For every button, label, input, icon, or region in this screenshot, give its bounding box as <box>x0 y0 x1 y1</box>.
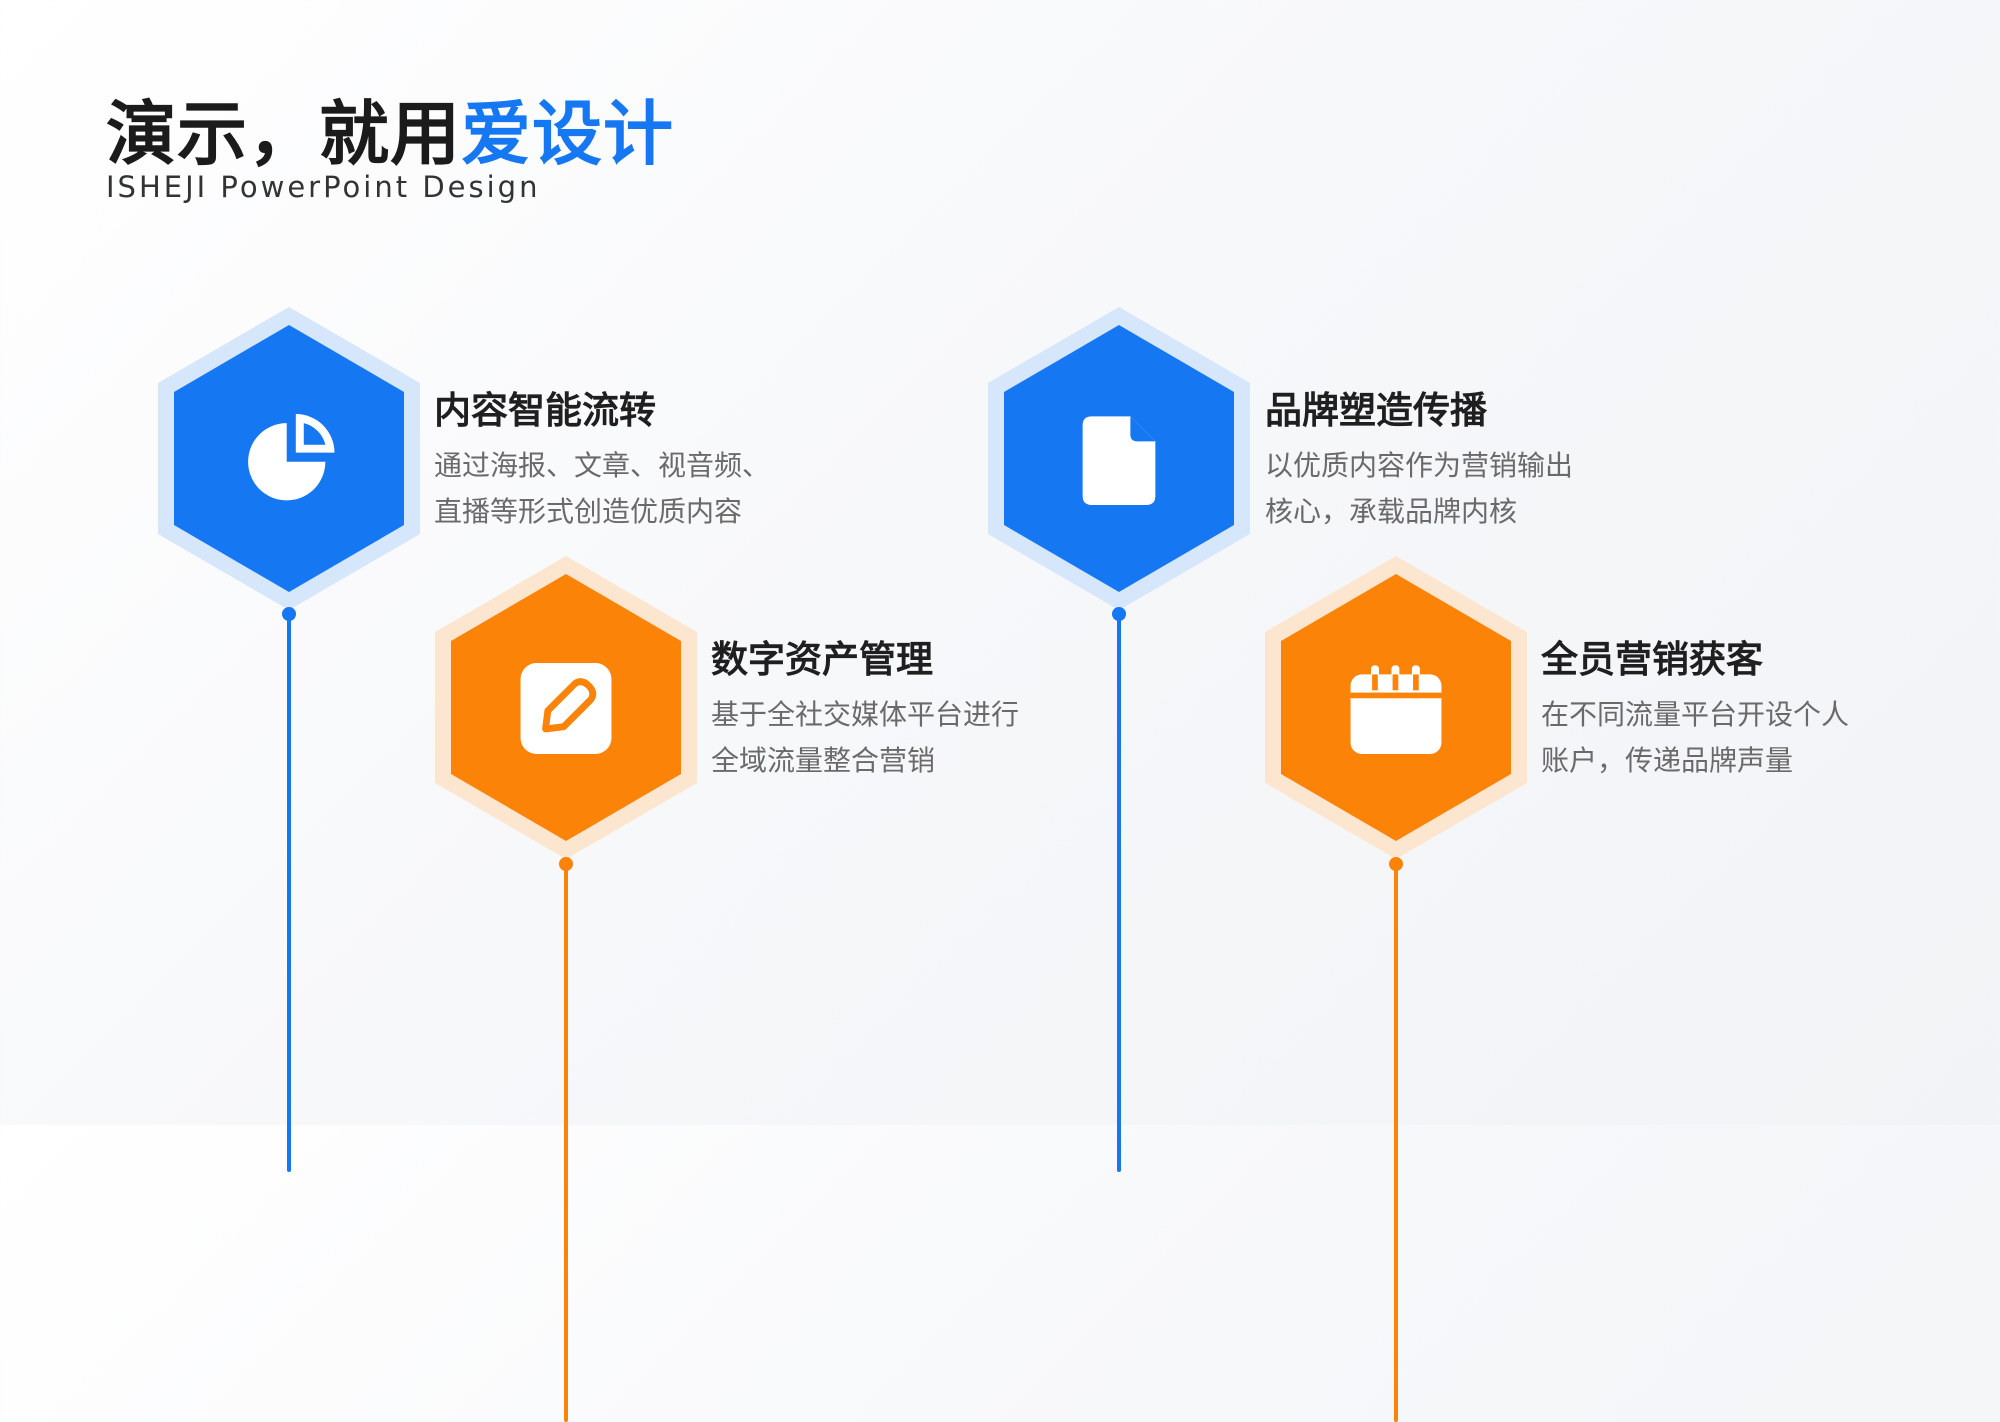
document-icon <box>1069 409 1169 509</box>
feature-text-2: 数字资产管理 基于全社交媒体平台进行 全域流量整合营销 <box>711 636 1091 784</box>
feature-desc-1: 通过海报、文章、视音频、 直播等形式创造优质内容 <box>434 443 814 535</box>
feature-title-1: 内容智能流转 <box>434 389 656 432</box>
calendar-icon <box>1346 658 1446 758</box>
hexagon-card-4 <box>1265 556 1527 859</box>
feature-desc-3-line-1: 以优质内容作为营销输出 <box>1265 449 1574 482</box>
slide: 演示，就用爱设计 ISHEJI PowerPoint Design 内容智能流转… <box>106 92 1921 1422</box>
feature-text-4: 全员营销获客 在不同流量平台开设个人 账户，传递品牌声量 <box>1541 636 1921 784</box>
feature-text-3: 品牌塑造传播 以优质内容作为营销输出 核心，承载品牌内核 <box>1265 387 1645 535</box>
hexagon-card-3 <box>988 307 1250 610</box>
connector-line-3 <box>1111 607 1127 1172</box>
hexagon-card-1 <box>158 307 420 610</box>
feature-title-4: 全员营销获客 <box>1541 638 1763 681</box>
hexagon-card-2 <box>435 556 697 859</box>
connector-line-2 <box>558 857 574 1422</box>
feature-desc-1-line-1: 通过海报、文章、视音频、 <box>434 449 771 482</box>
edit-icon <box>516 658 616 758</box>
title-main: 演示，就用 <box>106 93 461 175</box>
feature-title-2: 数字资产管理 <box>711 638 933 681</box>
connector-line-1 <box>281 607 297 1172</box>
connector-line-4 <box>1388 857 1404 1422</box>
hexagon-shape-1 <box>158 307 420 610</box>
feature-desc-2-line-1: 基于全社交媒体平台进行 <box>711 698 1020 731</box>
page-title: 演示，就用爱设计 <box>106 92 674 176</box>
feature-desc-4: 在不同流量平台开设个人 账户，传递品牌声量 <box>1541 692 1921 784</box>
pie-chart-icon <box>239 409 339 509</box>
page-subtitle: ISHEJI PowerPoint Design <box>106 170 541 204</box>
title-accent: 爱设计 <box>461 93 674 175</box>
feature-desc-2-line-2: 全域流量整合营销 <box>711 744 936 777</box>
feature-desc-2: 基于全社交媒体平台进行 全域流量整合营销 <box>711 692 1091 784</box>
feature-desc-3-line-2: 核心，承载品牌内核 <box>1265 495 1518 528</box>
feature-desc-4-line-1: 在不同流量平台开设个人 <box>1541 698 1850 731</box>
feature-desc-3: 以优质内容作为营销输出 核心，承载品牌内核 <box>1265 443 1645 535</box>
feature-desc-4-line-2: 账户，传递品牌声量 <box>1541 744 1794 777</box>
feature-text-1: 内容智能流转 通过海报、文章、视音频、 直播等形式创造优质内容 <box>434 387 814 535</box>
feature-title-3: 品牌塑造传播 <box>1265 389 1487 432</box>
feature-desc-1-line-2: 直播等形式创造优质内容 <box>434 495 743 528</box>
